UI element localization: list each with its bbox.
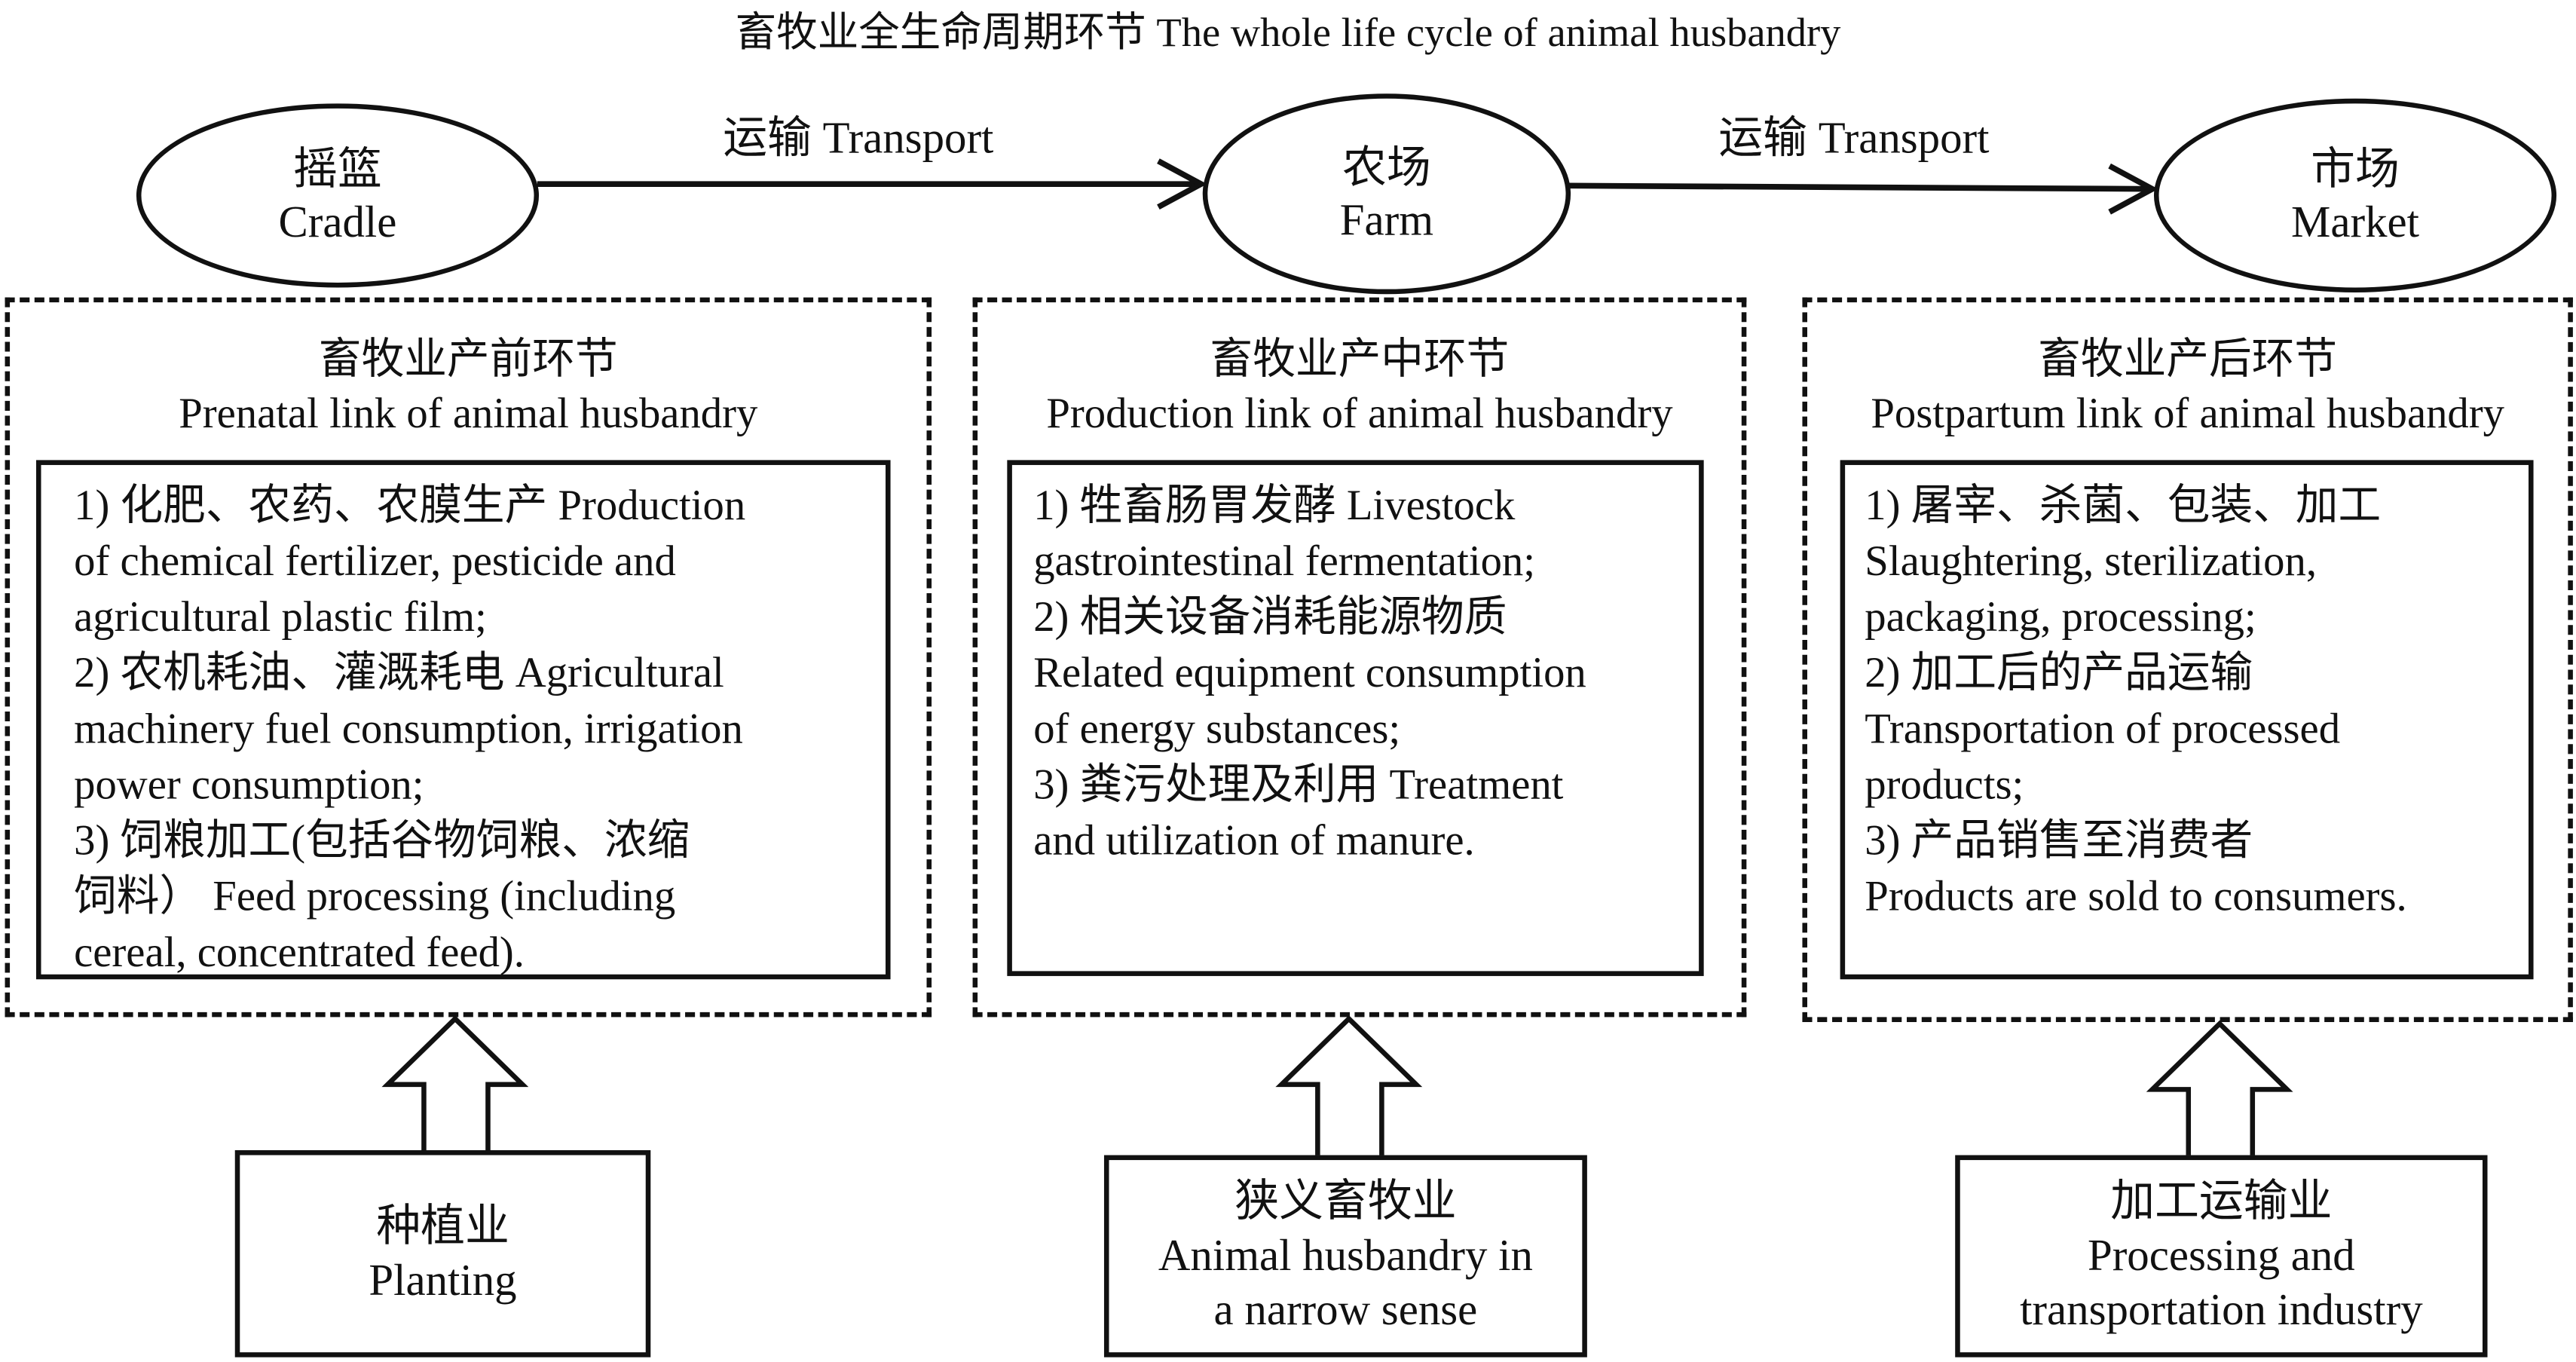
detail-line: 3) 产品销售至消费者 xyxy=(1865,816,2253,865)
link-title-zh: 畜牧业产前环节 xyxy=(318,335,618,383)
industry-planting: 种植业 Planting xyxy=(234,1150,651,1357)
industry-en: Animal husbandry in xyxy=(1158,1230,1533,1281)
industry-zh: 狭义畜牧业 xyxy=(1234,1176,1457,1226)
stage-cradle: 摇篮 Cradle xyxy=(136,103,540,288)
link-title-zh: 畜牧业产中环节 xyxy=(1210,335,1510,383)
detail-line: 饲料） Feed processing (including xyxy=(74,872,676,920)
detail-line: cereal, concentrated feed). xyxy=(74,928,525,976)
detail-line: Related equipment consumption xyxy=(1033,649,1586,697)
detail-line: 2) 相关设备消耗能源物质 xyxy=(1033,592,1507,641)
link-title-en: Postpartum link of animal husbandry xyxy=(1871,389,2505,437)
stage-zh: 农场 xyxy=(1342,142,1431,193)
stage-farm: 农场 Farm xyxy=(1202,93,1571,295)
stage-zh: 摇篮 xyxy=(293,144,382,194)
stage-market: 市场 Market xyxy=(2153,98,2557,293)
stage-en: Cradle xyxy=(278,197,397,246)
stage-en: Market xyxy=(2291,197,2420,246)
transport-arrow-1 xyxy=(537,158,1207,210)
detail-line: 3) 粪污处理及利用 Treatment xyxy=(1033,761,1564,809)
transport-label-1: 运输 Transport xyxy=(723,113,994,163)
detail-line: agricultural plastic film; xyxy=(74,592,487,641)
link-title-en: Prenatal link of animal husbandry xyxy=(179,389,758,437)
postpartum-details: 1) 屠宰、杀菌、包装、加工 Slaughtering, sterilizati… xyxy=(1840,460,2534,980)
detail-line: 1) 化肥、农药、农膜生产 Production xyxy=(74,481,746,529)
detail-line: and utilization of manure. xyxy=(1033,816,1475,865)
link-title-zh: 畜牧业产后环节 xyxy=(2038,335,2338,383)
industry-animal-husbandry: 狭义畜牧业 Animal husbandry in a narrow sense xyxy=(1103,1155,1587,1357)
prenatal-details: 1) 化肥、农药、农膜生产 Production of chemical fer… xyxy=(35,460,891,980)
stage-zh: 市场 xyxy=(2311,144,2400,194)
prenatal-link-box: 畜牧业产前环节 Prenatal link of animal husbandr… xyxy=(5,297,932,1018)
industry-zh: 加工运输业 xyxy=(2110,1176,2333,1226)
detail-line: Products are sold to consumers. xyxy=(1865,872,2407,920)
industry-en: Processing and xyxy=(2087,1230,2355,1281)
diagram-title: 畜牧业全生命周期环节 The whole life cycle of anima… xyxy=(735,11,1841,57)
transport-arrow-2 xyxy=(1568,163,2158,215)
production-details: 1) 牲畜肠胃发酵 Livestock gastrointestinal fer… xyxy=(1007,460,1704,976)
industry-en: transportation industry xyxy=(2020,1284,2423,1335)
detail-line: gastrointestinal fermentation; xyxy=(1033,537,1536,586)
detail-line: 1) 屠宰、杀菌、包装、加工 xyxy=(1865,481,2382,529)
detail-line: machinery fuel consumption, irrigation xyxy=(74,705,743,753)
industry-zh: 种植业 xyxy=(376,1201,509,1250)
detail-line: of chemical fertilizer, pesticide and xyxy=(74,537,676,586)
hollow-up-arrow-1 xyxy=(381,1015,529,1151)
detail-line: of energy substances; xyxy=(1033,705,1401,753)
stage-en: Farm xyxy=(1339,195,1434,245)
detail-line: products; xyxy=(1865,761,2024,809)
hollow-up-arrow-3 xyxy=(2146,1020,2293,1155)
detail-line: Transportation of processed xyxy=(1865,705,2341,753)
detail-line: 2) 农机耗油、灌溉耗电 Agricultural xyxy=(74,649,724,697)
hollow-up-arrow-2 xyxy=(1275,1015,1423,1155)
production-link-box: 畜牧业产中环节 Production link of animal husban… xyxy=(972,297,1747,1018)
link-title-en: Production link of animal husbandry xyxy=(1046,389,1673,437)
detail-line: 2) 加工后的产品运输 xyxy=(1865,649,2253,697)
detail-line: Slaughtering, sterilization, xyxy=(1865,537,2317,586)
detail-line: packaging, processing; xyxy=(1865,592,2256,641)
industry-en: Planting xyxy=(369,1255,517,1305)
transport-label-2: 运输 Transport xyxy=(1718,113,1990,163)
detail-line: power consumption; xyxy=(74,761,424,809)
detail-line: 3) 饲粮加工(包括谷物饲粮、浓缩 xyxy=(74,816,690,865)
postpartum-link-box: 畜牧业产后环节 Postpartum link of animal husban… xyxy=(1802,297,2573,1022)
industry-processing-transport: 加工运输业 Processing and transportation indu… xyxy=(1955,1155,2488,1357)
industry-en: a narrow sense xyxy=(1213,1284,1478,1335)
detail-line: 1) 牲畜肠胃发酵 Livestock xyxy=(1033,481,1516,529)
